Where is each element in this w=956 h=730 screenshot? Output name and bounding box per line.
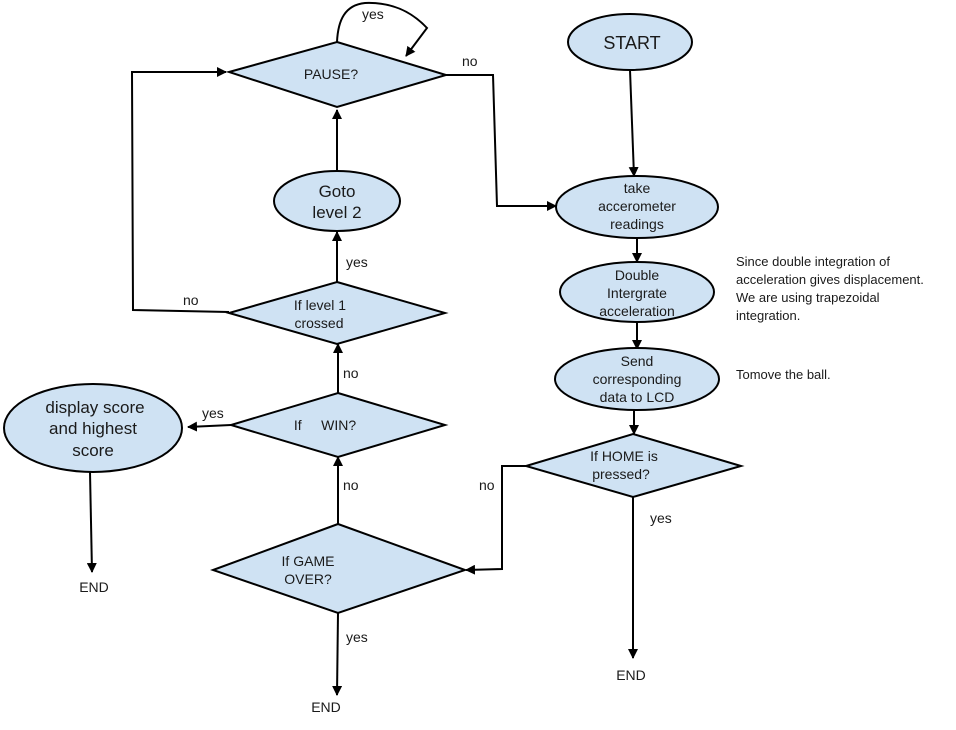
edge-win-yes-to-score — [187, 421, 232, 432]
edge-label-win-yes: yes — [202, 405, 224, 421]
edge-label-level1-no: no — [183, 292, 199, 308]
terminal-end-game-over: END — [311, 699, 341, 715]
edge-pause-no-to-readings — [446, 74, 557, 211]
node-level1-crossed: If level 1 crossed — [225, 280, 449, 346]
node-double-integrate-line1: Double — [615, 267, 660, 283]
node-pause: PAUSE? — [225, 40, 450, 109]
node-send-lcd-line3: data to LCD — [600, 389, 675, 405]
edge-label-level1-yes: yes — [346, 254, 368, 270]
edge-home-no-to-gameover — [465, 465, 526, 575]
edges — [86, 1, 642, 696]
node-game-over-line1: If GAME — [282, 553, 335, 569]
edge-label-win-no: no — [343, 365, 359, 381]
node-display-score-line1: display score — [45, 398, 144, 417]
node-send-lcd-line1: Send — [621, 353, 654, 369]
node-goto-level2: Goto level 2 — [273, 170, 401, 232]
node-double-integrate: Double Intergrate acceleration — [559, 261, 715, 323]
node-take-readings-line2: accerometer — [598, 198, 676, 214]
node-double-integrate-line2: Intergrate — [607, 285, 667, 301]
node-level1-line2: crossed — [294, 315, 343, 331]
node-send-lcd: Send corresponding data to LCD — [554, 347, 720, 411]
node-double-integrate-line3: acceleration — [599, 303, 675, 319]
node-home-pressed-line1: If HOME is — [590, 448, 658, 464]
node-start-label: START — [603, 33, 660, 53]
node-take-readings: take accerometer readings — [555, 175, 719, 239]
edge-label-pause-yes: yes — [362, 6, 384, 22]
edge-pause-yes-loop — [336, 1, 429, 57]
edge-label-home-no: no — [479, 477, 495, 493]
node-level1-line1: If level 1 — [294, 297, 346, 313]
node-game-over: If GAME OVER? — [210, 522, 469, 615]
node-take-readings-line3: readings — [610, 216, 664, 232]
node-display-score-line2: and highest — [49, 419, 137, 438]
terminal-end-score: END — [79, 579, 109, 595]
node-win: If WIN? — [227, 391, 449, 459]
node-display-score-line3: score — [72, 441, 114, 460]
node-take-readings-line1: take — [624, 180, 651, 196]
edge-label-home-yes: yes — [650, 510, 672, 526]
edge-gameover-yes-to-end — [332, 612, 343, 696]
edge-start-to-readings — [628, 69, 639, 177]
node-goto-line2: level 2 — [312, 203, 361, 222]
node-send-lcd-line2: corresponding — [593, 371, 682, 387]
node-home-pressed: If HOME is pressed? — [522, 432, 745, 499]
note-integration-line3: We are using trapezoidal — [736, 290, 880, 305]
note-integration-line2: acceleration gives displacement. — [736, 272, 924, 287]
node-display-score: display score and highest score — [3, 383, 183, 473]
note-integration-line4: integration. — [736, 308, 800, 323]
node-home-pressed-line2: pressed? — [592, 466, 650, 482]
note-integration: Since double integration of acceleration… — [736, 254, 924, 323]
terminal-end-home: END — [616, 667, 646, 683]
node-goto-line1: Goto — [319, 182, 356, 201]
node-start: START — [567, 13, 693, 71]
node-win-label: If WIN? — [294, 417, 356, 433]
node-pause-label: PAUSE? — [304, 66, 358, 82]
note-move-ball: Tomove the ball. — [736, 367, 831, 382]
edge-score-to-end — [86, 471, 97, 573]
edge-level1-no-to-pause — [130, 67, 230, 313]
node-game-over-line2: OVER? — [284, 571, 332, 587]
edge-label-game-over-yes: yes — [346, 629, 368, 645]
edge-label-game-over-no: no — [343, 477, 359, 493]
note-integration-line1: Since double integration of — [736, 254, 890, 269]
edge-label-pause-no: no — [462, 53, 478, 69]
